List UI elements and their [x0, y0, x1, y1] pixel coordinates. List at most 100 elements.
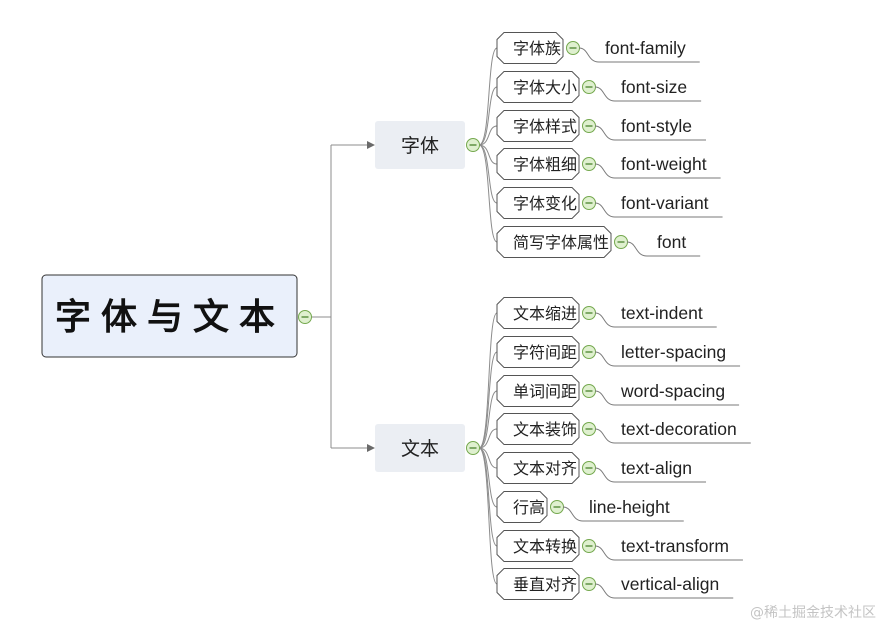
property-underline	[594, 390, 740, 406]
property-node[interactable]: line-height	[562, 497, 684, 522]
topic-node[interactable]: 文本对齐	[496, 452, 580, 484]
topic-node-box	[496, 110, 580, 142]
topic-collapse-icon[interactable]	[614, 235, 628, 249]
property-label: text-transform	[621, 536, 729, 556]
property-node[interactable]: font-style	[594, 116, 706, 141]
topic-node[interactable]: 字体大小	[496, 71, 580, 103]
topic-collapse-icon[interactable]	[582, 384, 596, 398]
topic-node-box	[496, 452, 580, 484]
property-node[interactable]: font	[626, 232, 701, 257]
topic-node-label: 文本转换	[513, 537, 577, 556]
topic-node-label: 字体粗细	[513, 155, 577, 174]
property-label: font-weight	[621, 154, 707, 174]
branch-collapse-icon[interactable]	[466, 441, 480, 455]
root-node[interactable]: 字体与文本	[41, 274, 298, 358]
property-underline	[594, 351, 741, 367]
connector-lines	[311, 47, 498, 585]
topic-node-box	[496, 32, 564, 64]
property-node[interactable]: text-decoration	[594, 419, 751, 444]
property-label: word-spacing	[620, 381, 725, 401]
topic-node[interactable]: 文本装饰	[496, 413, 580, 445]
branch-node[interactable]: 文本	[375, 424, 465, 472]
topic-node-box	[496, 71, 580, 103]
property-label: text-indent	[621, 303, 703, 323]
topic-collapse-icon[interactable]	[582, 119, 596, 133]
topic-node[interactable]: 文本转换	[496, 530, 580, 562]
property-label: font-style	[621, 116, 692, 136]
topic-node[interactable]: 垂直对齐	[496, 568, 580, 600]
topic-node[interactable]: 字体变化	[496, 187, 580, 219]
property-node[interactable]: text-transform	[594, 536, 743, 561]
topic-node[interactable]: 字符间距	[496, 336, 580, 368]
property-node[interactable]: font-size	[594, 77, 702, 102]
topic-node-label: 文本缩进	[513, 304, 577, 323]
topic-node-label: 字体族	[513, 39, 561, 58]
topic-node[interactable]: 简写字体属性	[496, 226, 612, 258]
property-underline	[594, 312, 717, 328]
property-node[interactable]: font-variant	[594, 193, 723, 218]
property-underline	[626, 241, 701, 257]
topic-collapse-icon[interactable]	[582, 80, 596, 94]
property-underline	[594, 467, 707, 483]
root-collapse-icon[interactable]	[298, 310, 312, 324]
topic-collapse-icon[interactable]	[582, 577, 596, 591]
topic-collapse-icon[interactable]	[582, 345, 596, 359]
topic-node-label: 字体样式	[513, 117, 577, 136]
topic-node-box	[496, 226, 612, 258]
property-label: line-height	[589, 497, 670, 517]
topic-node[interactable]: 字体粗细	[496, 148, 580, 180]
topic-node[interactable]: 字体样式	[496, 110, 580, 142]
property-underline	[594, 583, 734, 599]
property-underline	[594, 163, 721, 179]
topic-node[interactable]: 字体族	[496, 32, 564, 64]
topic-node-box	[496, 297, 580, 329]
topic-node[interactable]: 单词间距	[496, 375, 580, 407]
topic-collapse-icon[interactable]	[582, 157, 596, 171]
topic-node-label: 单词间距	[513, 382, 577, 401]
topic-node-label: 简写字体属性	[513, 233, 609, 252]
property-underline	[578, 47, 700, 63]
property-underline	[594, 428, 751, 444]
branch-node-label: 字体	[401, 135, 439, 157]
topic-node-label: 字符间距	[513, 343, 577, 362]
property-node[interactable]: letter-spacing	[594, 342, 741, 367]
topic-collapse-icon[interactable]	[582, 461, 596, 475]
property-underline	[594, 125, 706, 141]
topic-collapse-icon[interactable]	[582, 306, 596, 320]
property-node[interactable]: font-family	[578, 38, 700, 63]
branch-node-box	[375, 424, 465, 472]
topic-node-label: 行高	[513, 498, 545, 517]
property-label: font-family	[605, 38, 686, 58]
property-node[interactable]: font-weight	[594, 154, 721, 179]
root-node-box	[41, 274, 298, 358]
property-label: letter-spacing	[621, 342, 726, 362]
property-node[interactable]: text-align	[594, 458, 707, 483]
topic-collapse-icon[interactable]	[582, 196, 596, 210]
branch-node-label: 文本	[401, 438, 439, 460]
topic-collapse-icon[interactable]	[582, 422, 596, 436]
topic-node-box	[496, 491, 548, 523]
topic-node-label: 文本对齐	[513, 459, 577, 478]
branch-collapse-icon[interactable]	[466, 138, 480, 152]
topic-collapse-icon[interactable]	[566, 41, 580, 55]
property-label: font-size	[621, 77, 687, 97]
property-underline	[594, 86, 702, 102]
branch-node[interactable]: 字体	[375, 121, 465, 169]
branch-node-box	[375, 121, 465, 169]
topic-node[interactable]: 文本缩进	[496, 297, 580, 329]
property-node[interactable]: vertical-align	[594, 574, 734, 599]
topic-node-box	[496, 187, 580, 219]
root-node-label: 字体与文本	[55, 296, 285, 338]
topic-collapse-icon[interactable]	[582, 539, 596, 553]
property-label: font	[657, 232, 686, 252]
topic-node[interactable]: 行高	[496, 491, 548, 523]
property-node[interactable]: word-spacing	[594, 381, 740, 406]
topic-collapse-icon[interactable]	[550, 500, 564, 514]
property-label: vertical-align	[621, 574, 719, 594]
topic-node-box	[496, 568, 580, 600]
topic-node-box	[496, 375, 580, 407]
property-underline	[594, 202, 723, 218]
watermark: @稀土掘金技术社区	[750, 605, 876, 621]
property-node[interactable]: text-indent	[594, 303, 717, 328]
topic-node-label: 文本装饰	[513, 420, 577, 439]
